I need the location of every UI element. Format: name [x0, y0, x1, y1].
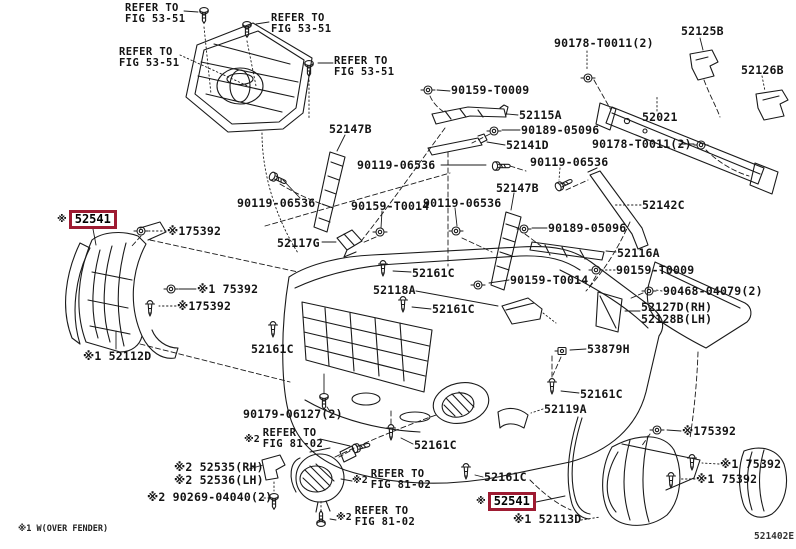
part-label: 90159-T0009 — [451, 83, 530, 97]
highlighted-part-number: 52541 — [487, 492, 536, 511]
fog-lamp-art — [262, 446, 356, 512]
part-label: ※175392 — [177, 299, 232, 313]
note-marker: ※2 — [244, 433, 260, 445]
part-label: ※2 90269-04040(2) — [147, 490, 273, 504]
part-label: 52141D — [506, 138, 549, 152]
part-label: 52117G — [277, 236, 320, 250]
right-lower-art — [498, 408, 787, 525]
legend-note-1: ※1 W(OVER FENDER) — [18, 524, 109, 534]
part-label: 52126B — [741, 63, 784, 77]
note-marker: ※2 — [336, 511, 352, 523]
part-label: 52161C — [580, 387, 623, 401]
part-label: ※2 52536(LH) — [174, 473, 264, 487]
part-label: 52128B(LH) — [641, 312, 713, 326]
part-label: ※1 52113D — [513, 512, 582, 526]
part-label: ※1 75392 — [720, 457, 782, 471]
reinforcement-bar-art — [596, 50, 788, 194]
part-label: 90119-06536 — [237, 196, 316, 210]
part-label: 52116A — [617, 246, 660, 260]
highlighted-part-number: 52541 — [68, 210, 117, 229]
part-label: 90119-06536 — [357, 158, 436, 172]
part-label: 90159-T0009 — [616, 263, 695, 277]
part-label: 90119-06536 — [423, 196, 502, 210]
part-label: 52147B — [496, 181, 539, 195]
part-label: 90189-05096 — [521, 123, 600, 137]
highlighted-part-label: ※52541 — [476, 492, 536, 511]
part-label: 52118A — [373, 283, 416, 297]
part-label: 90189-05096 — [548, 221, 627, 235]
part-label: 52161C — [484, 470, 527, 484]
part-label: 52119A — [544, 402, 587, 416]
part-label: ※1 52112D — [83, 349, 152, 363]
part-label: 52161C — [432, 302, 475, 316]
part-label: ※175392 — [167, 224, 222, 238]
part-label: 90178-T0011(2) — [554, 36, 654, 50]
left-seal-art — [66, 222, 178, 358]
part-label: ※175392 — [682, 424, 737, 438]
part-label: 52115A — [519, 108, 562, 122]
legend: ※1 W(OVER FENDER) ※2 W(FOG LAMP) — [18, 502, 108, 549]
part-label: 90179-06127(2) — [243, 407, 343, 421]
highlighted-part-label: ※52541 — [57, 210, 117, 229]
note-marker: ※ — [57, 214, 67, 225]
leader-lines-solid — [93, 11, 703, 520]
part-label: 52142C — [642, 198, 685, 212]
part-label: 52127D(RH) — [641, 300, 713, 314]
part-label: 90468-04079(2) — [663, 284, 763, 298]
part-label: ※2 52535(RH) — [174, 460, 264, 474]
part-label: ※1 75392 — [696, 472, 758, 486]
leader-lines-dotted — [149, 27, 765, 520]
part-label: 90119-06536 — [530, 155, 609, 169]
part-label: 53879H — [587, 342, 630, 356]
part-label: 52161C — [251, 342, 294, 356]
upper-brackets-art — [314, 105, 648, 332]
part-label: 52147B — [329, 122, 372, 136]
note-marker: ※2 — [352, 474, 368, 486]
part-label: ※1 75392 — [197, 282, 259, 296]
part-label: 52021 — [642, 110, 678, 124]
part-label: 52161C — [412, 266, 455, 280]
note-marker: ※ — [476, 496, 486, 507]
leader-lines-dashed — [131, 80, 749, 510]
grille-art — [186, 23, 312, 132]
diagram-code: 521402E — [754, 531, 795, 542]
bumper-cover-art — [283, 247, 751, 484]
part-label: 90159-T0014 — [351, 199, 430, 213]
part-label: 52125B — [681, 24, 724, 38]
part-label: 52161C — [414, 438, 457, 452]
part-label: 90178-T0011(2) — [592, 137, 692, 151]
part-label: 90159-T0014 — [510, 273, 589, 287]
